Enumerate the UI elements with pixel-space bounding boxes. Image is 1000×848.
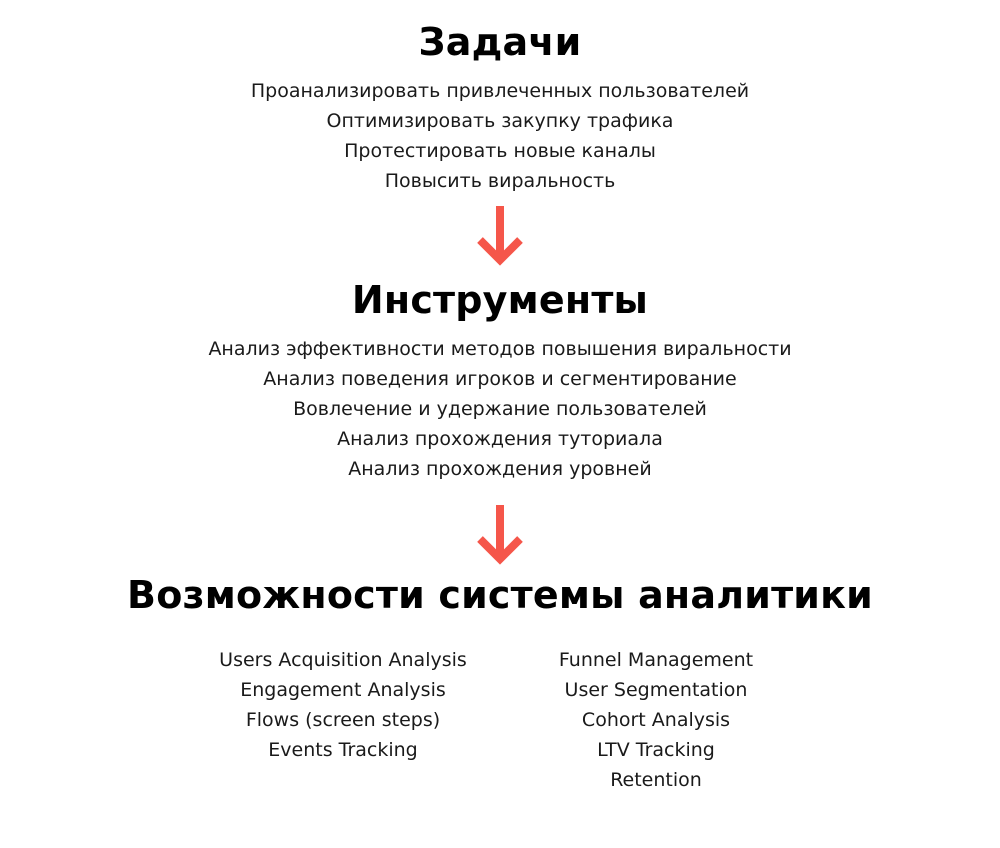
tools-list: Анализ эффективности методов повышения в… — [0, 334, 1000, 484]
tasks-list: Проанализировать привлеченных пользовате… — [0, 76, 1000, 196]
tool-item: Вовлечение и удержание пользователей — [293, 398, 707, 420]
capability-item: User Segmentation — [564, 679, 748, 701]
capability-item: Engagement Analysis — [240, 679, 446, 701]
arrow-down-icon — [477, 206, 523, 266]
tool-item: Анализ прохождения туториала — [337, 428, 663, 450]
capabilities-left-column: Users Acquisition Analysis Engagement An… — [193, 645, 493, 765]
arrow-head — [477, 237, 523, 266]
capability-item: Events Tracking — [268, 739, 418, 761]
task-item: Проанализировать привлеченных пользовате… — [250, 80, 750, 102]
tool-item: Анализ поведения игроков и сегментирован… — [263, 368, 737, 390]
tool-item: Анализ эффективности методов повышения в… — [208, 338, 792, 360]
capability-item: Funnel Management — [558, 649, 754, 671]
arrow-head — [477, 536, 523, 565]
capability-item: Users Acquisition Analysis — [219, 649, 467, 671]
arrow-down-icon — [477, 505, 523, 565]
task-item: Повысить виральность — [384, 170, 616, 192]
task-item: Протестировать новые каналы — [344, 140, 656, 162]
tools-heading: Инструменты — [351, 278, 649, 322]
capabilities-heading: Возможности системы аналитики — [127, 573, 873, 617]
capability-item: Retention — [610, 769, 702, 791]
capabilities-right-column: Funnel Management User Segmentation Coho… — [506, 645, 806, 795]
task-item: Оптимизировать закупку трафика — [326, 110, 674, 132]
capability-item: LTV Tracking — [597, 739, 715, 761]
capability-item: Cohort Analysis — [581, 709, 731, 731]
tool-item: Анализ прохождения уровней — [348, 458, 652, 480]
capability-item: Flows (screen steps) — [245, 709, 441, 731]
tasks-heading: Задачи — [418, 20, 582, 64]
